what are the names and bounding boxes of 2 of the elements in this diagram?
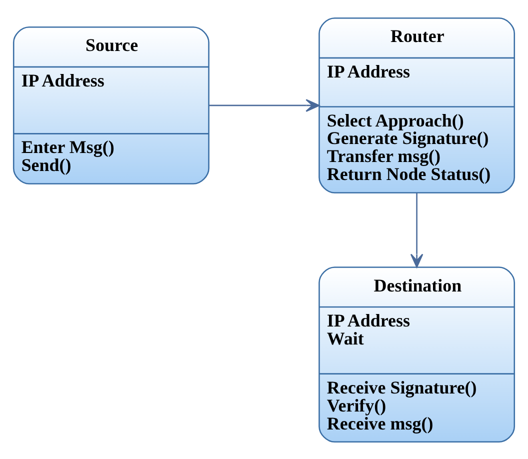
arrow bbox=[410, 192, 424, 268]
arrow bbox=[209, 98, 320, 112]
